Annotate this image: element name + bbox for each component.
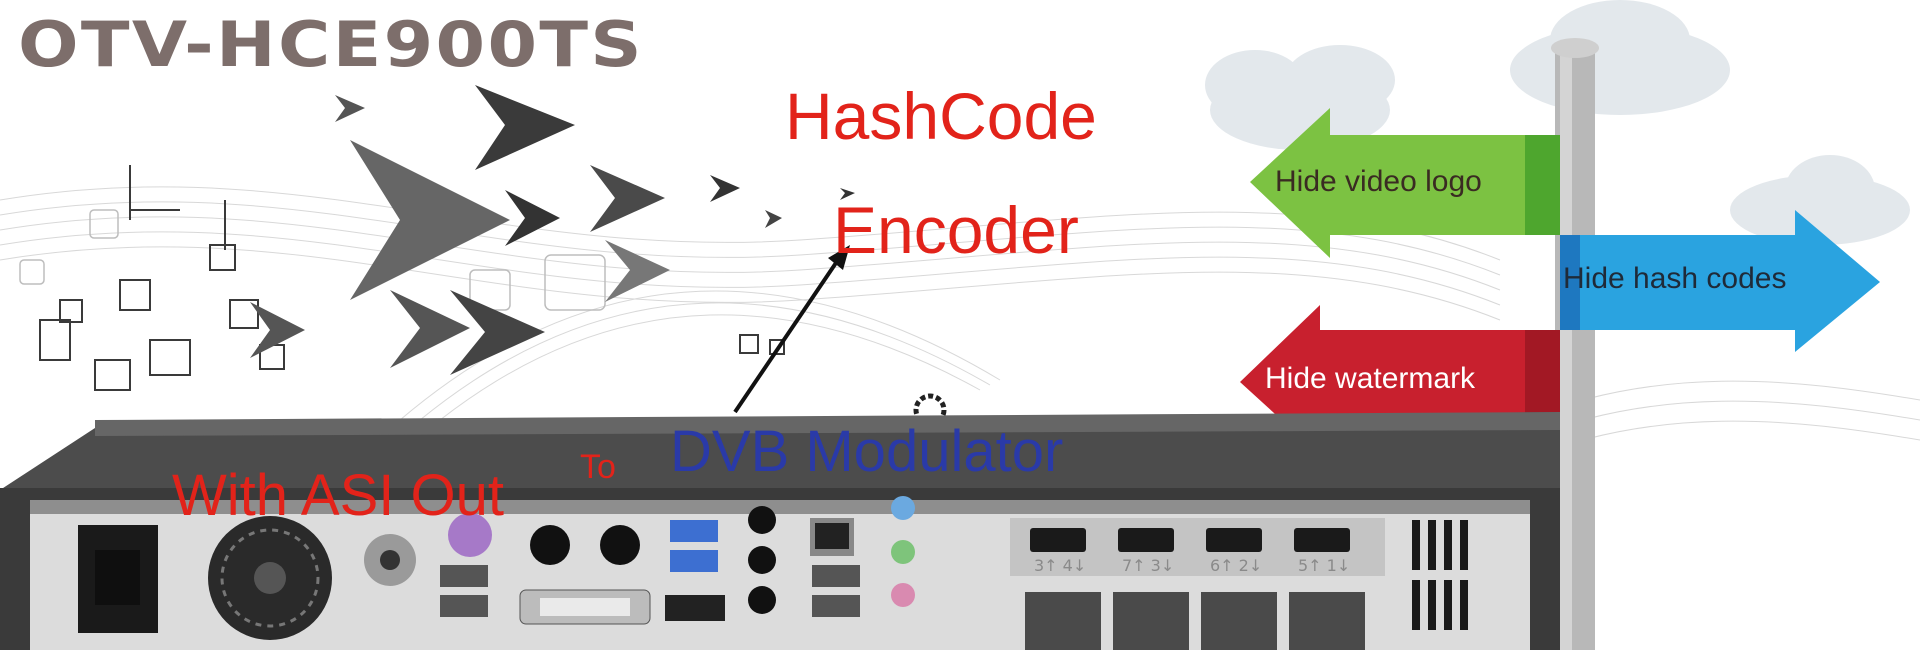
sign-hide-hash-codes: Hide hash codes <box>1563 262 1787 295</box>
headline-encoder: Encoder <box>833 193 1079 267</box>
hdmi-port-label: 5↑ 1↓ <box>1298 556 1351 575</box>
hdmi-port <box>1294 528 1350 552</box>
asi-out-label: With ASI Out <box>172 463 504 528</box>
hdmi-port-label: 3↑ 4↓ <box>1034 556 1087 575</box>
hdmi-port-label: 6↑ 2↓ <box>1210 556 1263 575</box>
product-title: OTV-HCE900TS <box>18 8 644 81</box>
dvb-modulator-label: DVB Modulator <box>670 419 1064 484</box>
sign-hide-video-logo: Hide video logo <box>1275 165 1482 198</box>
headline-hashcode: HashCode <box>785 79 1097 153</box>
hdmi-port <box>1118 528 1174 552</box>
hdmi-port-label: 7↑ 3↓ <box>1122 556 1175 575</box>
hdmi-port <box>1030 528 1086 552</box>
sign-hide-watermark: Hide watermark <box>1265 362 1476 395</box>
connector-to-label: To <box>580 448 616 486</box>
hdmi-port <box>1206 528 1262 552</box>
